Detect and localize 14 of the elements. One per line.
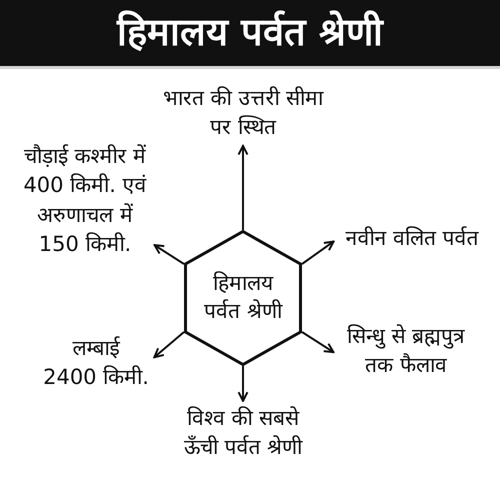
branch-text: नवीन वलित पर्वत: [336, 224, 488, 254]
branch-text: सिन्धु से ब्रह्मपुत्र तक फैलाव: [336, 322, 476, 381]
branch-text: लम्बाई 2400 किमी.: [40, 334, 152, 393]
branch-text: भारत की उत्तरी सीमा पर स्थित: [157, 84, 329, 143]
arrow: [153, 331, 185, 358]
branch-text: विश्व की सबसे ऊँची पर्वत श्रेणी: [180, 404, 306, 463]
branch-text: चौड़ाई कश्मीर में 400 किमी. एवं अरुणाचल में 150 किमी.: [18, 142, 152, 260]
node-text: हिमालय पर्वत श्रेणी: [203, 270, 284, 325]
arrow: [301, 240, 335, 265]
arrow: [154, 244, 185, 265]
arrow: [238, 366, 248, 402]
title: हिमालय पर्वत श्रेणी: [116, 10, 384, 56]
arrow: [301, 331, 334, 354]
arrow: [238, 144, 248, 230]
